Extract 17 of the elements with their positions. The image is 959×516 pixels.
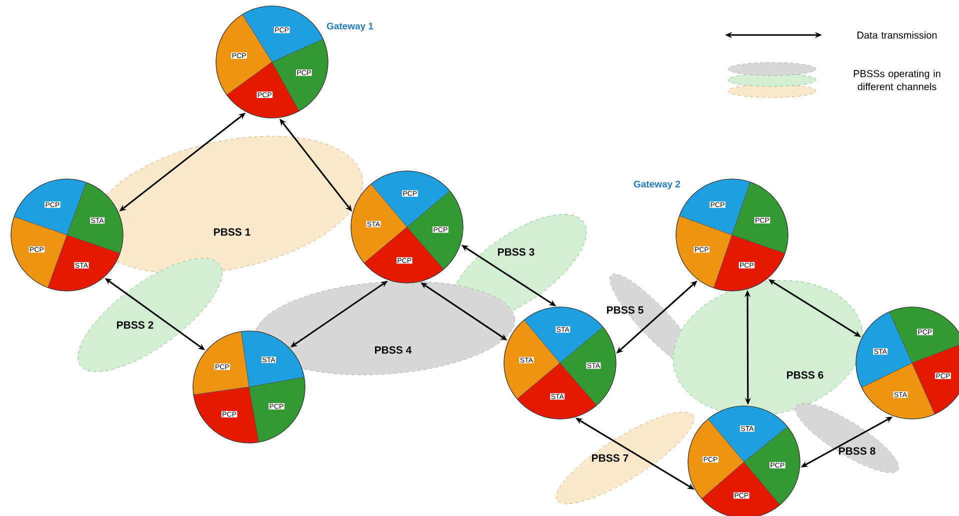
- pbss-label: PBSS 8: [839, 447, 876, 455]
- pbss-label: PBSS 4: [375, 346, 412, 354]
- gateway-label: Gateway 1: [326, 22, 374, 32]
- device-pie: [10, 178, 124, 292]
- device-pie: [350, 170, 464, 284]
- pbss-label: PBSS 5: [607, 306, 644, 314]
- pbss-label: PBSS 2: [117, 321, 154, 329]
- pbss-label: PBSS 7: [592, 454, 628, 462]
- pbss-label: PBSS 1: [214, 228, 250, 236]
- legend-text: PBSSs operating in different channels: [854, 70, 940, 90]
- device-pie: [688, 406, 800, 516]
- device-pie: [192, 330, 306, 444]
- legend-text: Data transmission: [858, 31, 937, 39]
- pbss-label: PBSS 6: [787, 371, 824, 379]
- gateway-label: Gateway 2: [634, 180, 680, 190]
- pbss-label: PBSS 3: [498, 248, 534, 256]
- device-pie: [856, 306, 959, 420]
